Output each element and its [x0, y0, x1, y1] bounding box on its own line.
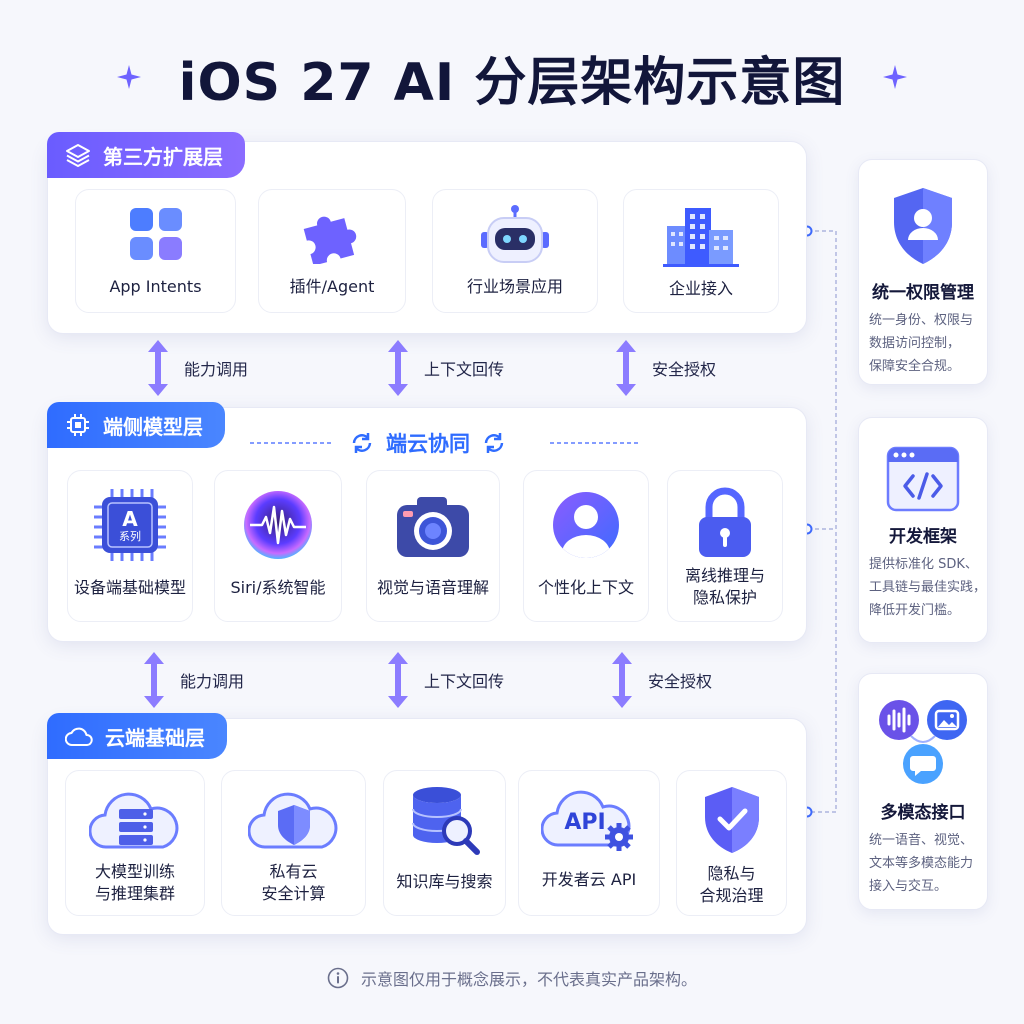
card-label: 插件/Agent — [289, 277, 375, 296]
card-knowledge-search: 知识库与搜索 — [383, 770, 506, 916]
side-card-unified-permissions: 统一权限管理 统一身份、权限与 数据访问控制， 保障安全合规。 — [858, 159, 988, 385]
side-card-title: 多模态接口 — [880, 803, 966, 823]
puzzle-icon — [303, 216, 357, 264]
connector-security-auth: 安全授权 — [610, 650, 712, 710]
shield-check-icon — [704, 787, 759, 853]
connector-label: 安全授权 — [648, 672, 713, 691]
api-text: API — [564, 810, 606, 835]
app-grid-icon — [129, 208, 182, 260]
multimodal-icon — [879, 700, 967, 784]
camera-icon — [397, 497, 469, 557]
card-privacy-compliance: 隐私与 合规治理 — [676, 770, 787, 916]
buildings-icon — [663, 208, 739, 267]
footnote-text: 示意图仅用于概念展示，不代表真实产品架构。 — [360, 970, 697, 989]
side-card-multimodal: 多模态接口 统一语音、视觉、 文本等多模态能力 接入与交互。 — [858, 673, 988, 910]
user-avatar-icon — [553, 492, 619, 558]
double-arrow-icon — [388, 340, 408, 396]
card-label: App Intents — [109, 277, 202, 296]
double-arrow-icon — [144, 652, 164, 708]
double-arrow-icon — [616, 340, 636, 396]
sync-icon — [352, 433, 372, 453]
side-card-title: 开发框架 — [889, 527, 957, 547]
connector-capability-call: 能力调用 — [142, 650, 244, 710]
side-card-desc: 统一身份、权限与 数据访问控制， 保障安全合规。 — [869, 313, 974, 374]
layers-icon — [66, 144, 90, 167]
cloud-layer-tab: 云端基础层 — [47, 713, 227, 759]
sparkle-icon — [116, 65, 141, 89]
database-search-icon — [411, 787, 480, 855]
third-party-layer-tab: 第三方扩展层 — [47, 132, 245, 178]
footnote: 示意图仅用于概念展示，不代表真实产品架构。 — [0, 966, 1024, 990]
double-arrow-icon — [388, 652, 408, 708]
connector-label: 上下文回传 — [424, 360, 505, 379]
card-label: 知识库与搜索 — [396, 872, 493, 891]
card-label: 大模型训练 与推理集群 — [94, 862, 175, 903]
card-label: 视觉与语音理解 — [376, 578, 489, 597]
cloud-icon — [65, 727, 93, 746]
sync-icon — [484, 433, 504, 453]
card-label: 企业接入 — [668, 279, 733, 298]
card-private-cloud-compute: 私有云 安全计算 — [221, 770, 366, 916]
card-label: 设备端基础模型 — [73, 578, 186, 597]
cloud-api-icon: API — [541, 783, 637, 855]
side-card-title: 统一权限管理 — [872, 283, 974, 303]
side-card-dev-framework: 开发框架 提供标准化 SDK、 工具链与最佳实践， 降低开发门槛。 — [858, 417, 988, 643]
card-plugin-agent: 插件/Agent — [258, 189, 406, 313]
side-card-desc: 提供标准化 SDK、 工具链与最佳实践， 降低开发门槛。 — [869, 557, 987, 618]
cloud-server-icon — [89, 792, 179, 849]
card-developer-cloud-api: API 开发者云 API — [518, 770, 660, 916]
info-icon — [327, 967, 349, 989]
sync-dashed-line — [250, 442, 640, 444]
title-row: iOS 27 AI 分层架构示意图 — [0, 42, 1024, 113]
on-device-layer-label: 端侧模型层 — [103, 414, 203, 439]
card-label: 离线推理与 隐私保护 — [684, 566, 765, 607]
card-industry-apps: 行业场景应用 — [432, 189, 598, 313]
connector-label: 安全授权 — [652, 360, 717, 379]
connector-context-return: 上下文回传 — [386, 338, 504, 398]
siri-waveform-icon — [244, 491, 312, 559]
card-device-foundation-model: A 系列 设备端基础模型 — [67, 470, 193, 622]
card-label: 行业场景应用 — [466, 277, 563, 296]
card-label: 个性化上下文 — [537, 578, 634, 597]
chip-icon — [67, 414, 89, 436]
connector-security-auth: 安全授权 — [614, 338, 716, 398]
connector-label: 能力调用 — [184, 360, 249, 379]
double-arrow-icon — [612, 652, 632, 708]
lock-icon — [699, 487, 751, 557]
robot-icon — [481, 205, 549, 263]
connector-context-return: 上下文回传 — [386, 650, 504, 710]
card-training-cluster: 大模型训练 与推理集群 — [65, 770, 205, 916]
card-enterprise-access: 企业接入 — [623, 189, 779, 313]
card-vision-speech: 视觉与语音理解 — [366, 470, 500, 622]
a-chip-icon: A 系列 — [92, 487, 168, 563]
card-personal-context: 个性化上下文 — [523, 470, 649, 622]
connector-label: 能力调用 — [180, 672, 245, 691]
cloud-shield-icon — [247, 792, 337, 849]
on-device-layer-tab: 端侧模型层 — [47, 402, 225, 448]
card-label: 开发者云 API — [541, 870, 637, 889]
card-app-intents: App Intents — [75, 189, 236, 313]
card-siri-system-intelligence: Siri/系统智能 — [214, 470, 342, 622]
sync-banner: 端云协同 — [350, 428, 506, 458]
shield-user-icon — [894, 188, 952, 264]
card-offline-privacy: 离线推理与 隐私保护 — [667, 470, 783, 622]
sync-label: 端云协同 — [386, 432, 470, 456]
connector-capability-call: 能力调用 — [146, 338, 248, 398]
chip-series: 系列 — [119, 530, 141, 543]
card-label: Siri/系统智能 — [230, 578, 326, 597]
card-label: 隐私与 合规治理 — [699, 864, 764, 905]
card-label: 私有云 安全计算 — [261, 862, 326, 903]
connector-label: 上下文回传 — [424, 672, 505, 691]
sparkle-icon — [883, 65, 908, 89]
chip-letter: A — [122, 507, 138, 531]
cloud-layer-label: 云端基础层 — [105, 725, 205, 750]
third-party-layer-label: 第三方扩展层 — [103, 144, 223, 169]
double-arrow-icon — [148, 340, 168, 396]
code-window-icon — [886, 446, 960, 512]
page-title: iOS 27 AI 分层架构示意图 — [178, 52, 846, 113]
side-card-desc: 统一语音、视觉、 文本等多模态能力 接入与交互。 — [869, 833, 974, 894]
